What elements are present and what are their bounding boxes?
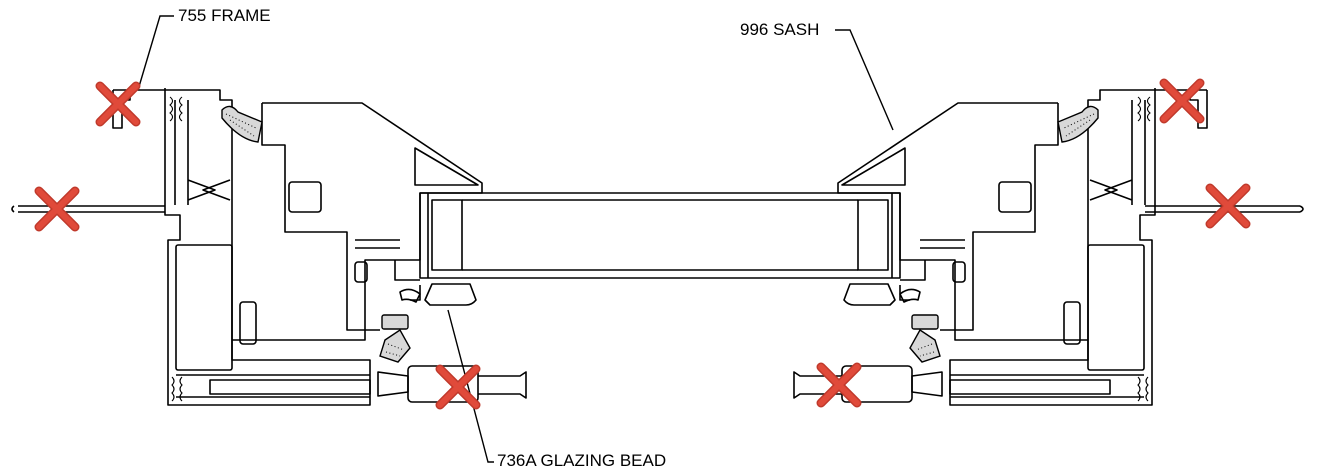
frame-label: 755 FRAME	[178, 6, 271, 25]
gaskets	[221, 105, 1099, 363]
remove-x-mark	[816, 362, 862, 408]
glazing-unit	[419, 192, 901, 279]
frame-profile-left	[112, 88, 371, 406]
remove-x-mark	[435, 364, 481, 410]
sash-label: 996 SASH	[740, 20, 820, 39]
remove-x-mark	[34, 186, 80, 232]
remove-x-mark	[1205, 183, 1251, 229]
glazing-bead-label: 736A GLAZING BEAD	[497, 451, 667, 470]
hardware-pin-right	[793, 365, 943, 403]
glazing-bead-left	[399, 283, 477, 306]
remove-x-mark	[1159, 78, 1205, 124]
installation-line	[11, 205, 1304, 213]
leader-lines	[137, 15, 894, 463]
glazing-bead-right	[843, 283, 921, 306]
remove-x-mark	[95, 81, 141, 127]
